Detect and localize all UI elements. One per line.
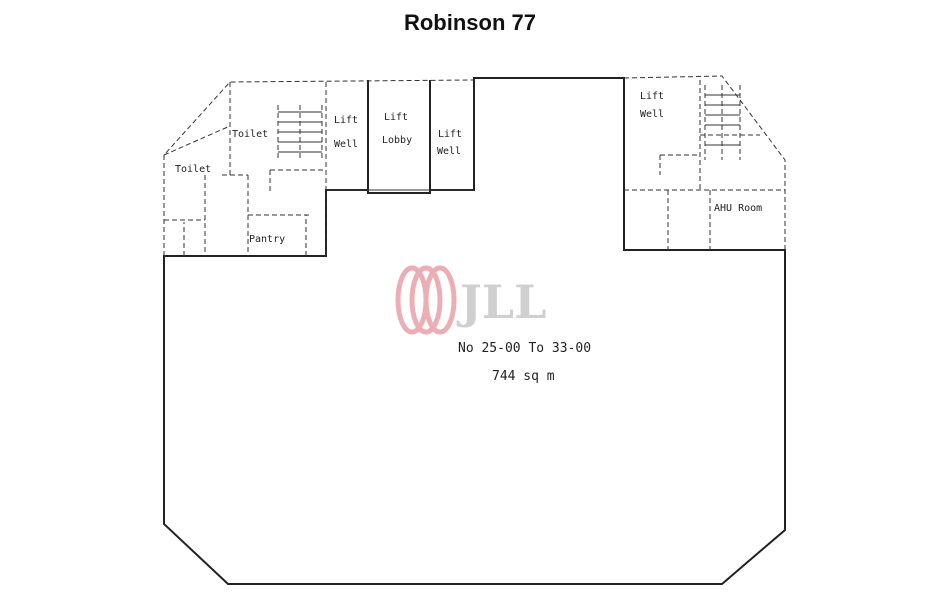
toilet-right-label: Toilet (232, 129, 268, 140)
jll-logo: JLL (395, 265, 546, 335)
lift-well-3-label-a: Lift (640, 91, 664, 102)
lift-well-1-label-a: Lift (334, 115, 358, 126)
lift-well-2-label-b: Well (437, 146, 461, 157)
toilet-left-label: Toilet (175, 164, 211, 175)
jll-logo-text: JLL (456, 275, 546, 329)
lift-well-1-label-b: Well (334, 139, 358, 150)
lift-lobby-label-a: Lift (384, 112, 408, 123)
plan-title: Robinson 77 (403, 10, 536, 35)
ahu-room-label: AHU Room (714, 203, 762, 214)
lift-well-2-label-a: Lift (438, 129, 462, 140)
lift-lobby-label-b: Lobby (382, 135, 412, 146)
pantry-label: Pantry (249, 234, 285, 245)
right-core-outline (623, 75, 786, 250)
lift-well-3-label-b: Well (640, 109, 664, 120)
right-stairs (704, 85, 741, 160)
office-outline (163, 77, 786, 585)
unit-number: No 25-00 To 33-00 (458, 341, 591, 356)
unit-area: 744 sq m (492, 369, 555, 384)
left-core-outline (163, 79, 475, 256)
left-stairs (277, 105, 323, 160)
